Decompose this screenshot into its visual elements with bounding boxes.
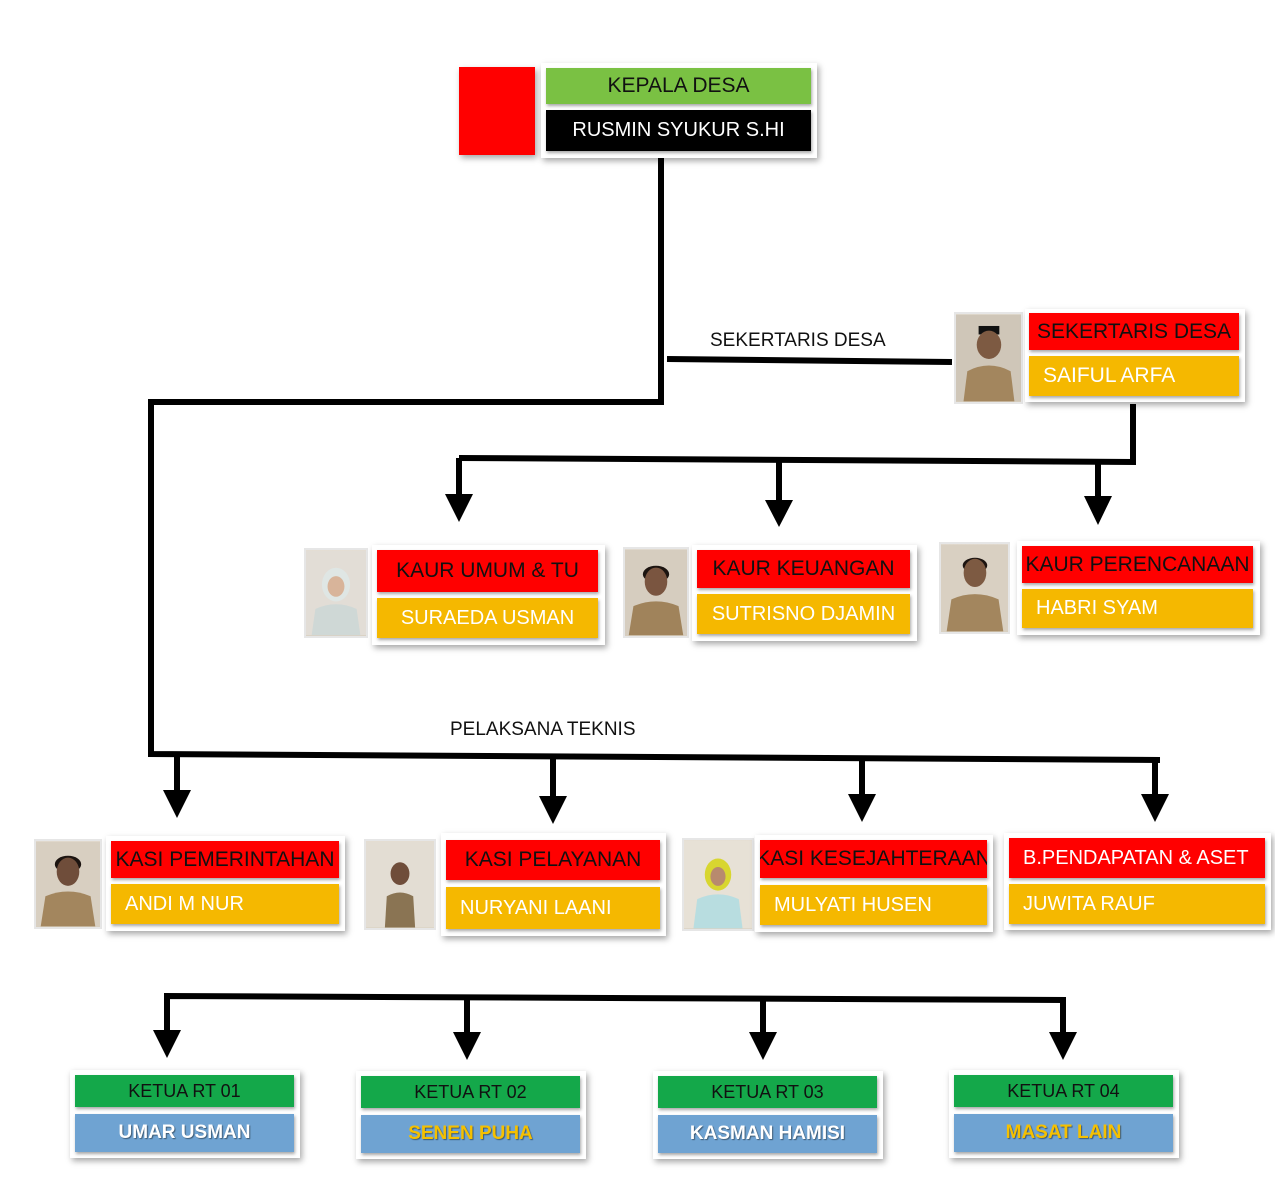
sekretaris-name: SAIFUL ARFA [1029, 356, 1239, 396]
rt-02-title: KETUA RT 02 [361, 1076, 580, 1108]
head-card: KEPALA DESA RUSMIN SYUKUR S.HI [541, 63, 817, 158]
kasi-pendapatan-title: B.PENDAPATAN & ASET [1009, 838, 1265, 878]
kasi-kesejahteraan-name: MULYATI HUSEN [760, 885, 987, 925]
kasi-kesejahteraan-photo [682, 838, 754, 931]
sekretaris-title: SEKERTARIS DESA [1029, 313, 1239, 350]
rt-03-card: KETUA RT 03 KASMAN HAMISI [653, 1071, 883, 1159]
head-name: RUSMIN SYUKUR S.HI [546, 110, 811, 151]
kasi-pelayanan-title: KASI PELAYANAN [446, 840, 660, 880]
kaur-perencanaan-photo [939, 542, 1010, 634]
kaur-keuangan-card: KAUR KEUANGAN SUTRISNO DJAMIN [692, 545, 917, 641]
sekretaris-card: SEKERTARIS DESA SAIFUL ARFA [1025, 309, 1245, 402]
kaur-keuangan-title: KAUR KEUANGAN [697, 550, 910, 588]
kasi-pelayanan-card: KASI PELAYANAN NURYANI LAANI [441, 833, 666, 936]
kasi-pendapatan-name: JUWITA RAUF [1009, 884, 1265, 924]
kaur-perencanaan-title: KAUR PERENCANAAN [1022, 546, 1253, 583]
kasi-pemerintahan-name: ANDI M NUR [111, 884, 339, 924]
person-silhouette-icon [36, 841, 100, 927]
kasi-pemerintahan-card: KASI PEMERINTAHAN ANDI M NUR [106, 836, 345, 931]
kaur-perencanaan-name: HABRI SYAM [1022, 589, 1253, 628]
rt-01-card: KETUA RT 01 UMAR USMAN [70, 1070, 300, 1158]
kasi-kesejahteraan-card: KASI KESEJAHTERAAN MULYATI HUSEN [755, 835, 993, 932]
kaur-umum-name: SURAEDA USMAN [377, 598, 598, 638]
rt-03-title: KETUA RT 03 [658, 1076, 877, 1108]
person-silhouette-icon [956, 314, 1021, 402]
rt-01-name: UMAR USMAN [75, 1114, 294, 1152]
rt-04-name: MASAT LAIN [954, 1114, 1173, 1152]
head-title: KEPALA DESA [546, 68, 811, 104]
rt-04-title: KETUA RT 04 [954, 1075, 1173, 1107]
kasi-pemerintahan-photo [34, 839, 102, 929]
pelaksana-connector-label: PELAKSANA TEKNIS [450, 719, 636, 740]
rt-01-title: KETUA RT 01 [75, 1075, 294, 1107]
rt-02-name: SENEN PUHA [361, 1115, 580, 1153]
person-silhouette-icon [625, 549, 687, 636]
head-logo [459, 67, 535, 155]
person-silhouette-icon [306, 550, 366, 636]
person-silhouette-icon [941, 544, 1008, 632]
kasi-pendapatan-card: B.PENDAPATAN & ASET JUWITA RAUF [1004, 833, 1271, 930]
kaur-keuangan-photo [623, 547, 689, 638]
rt-04-card: KETUA RT 04 MASAT LAIN [949, 1070, 1179, 1158]
kaur-perencanaan-card: KAUR PERENCANAAN HABRI SYAM [1017, 541, 1260, 635]
sekretaris-connector-label: SEKERTARIS DESA [710, 330, 886, 351]
rt-02-card: KETUA RT 02 SENEN PUHA [356, 1071, 586, 1159]
kasi-pelayanan-name: NURYANI LAANI [446, 887, 660, 929]
sekretaris-photo [954, 312, 1023, 404]
kasi-pemerintahan-title: KASI PEMERINTAHAN [111, 841, 339, 878]
kasi-kesejahteraan-title: KASI KESEJAHTERAAN [760, 840, 987, 878]
kaur-umum-card: KAUR UMUM & TU SURAEDA USMAN [372, 545, 605, 645]
rt-03-name: KASMAN HAMISI [658, 1115, 877, 1153]
kaur-umum-photo [304, 548, 368, 638]
kasi-pelayanan-photo [364, 839, 436, 930]
kaur-keuangan-name: SUTRISNO DJAMIN [697, 594, 910, 634]
kaur-umum-title: KAUR UMUM & TU [377, 550, 598, 592]
person-silhouette-icon [366, 841, 434, 928]
person-silhouette-icon [684, 840, 752, 929]
